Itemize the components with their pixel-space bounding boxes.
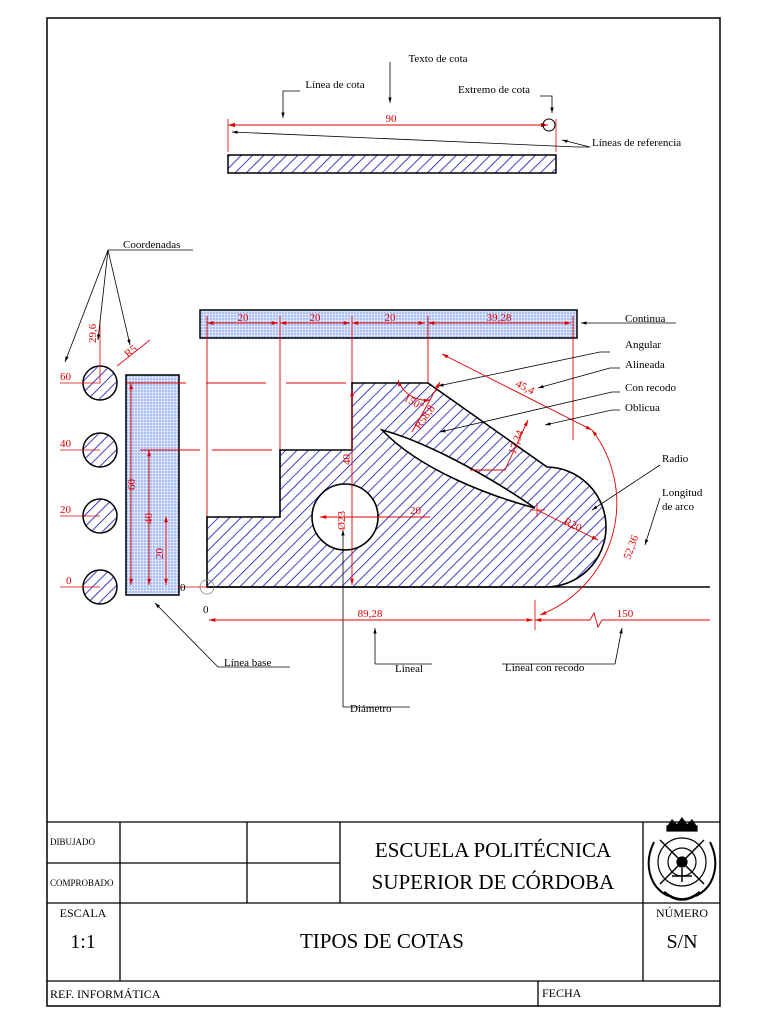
label-linea-base: Línea base	[224, 657, 271, 669]
origin-0-left: 0	[180, 582, 186, 594]
tb-comprobado: COMPROBADO	[50, 878, 114, 888]
label-angular: Angular	[625, 339, 661, 351]
label-con-recodo: Con recodo	[625, 382, 677, 394]
tb-fecha: FECHA	[542, 986, 582, 1000]
lin-89-28: 89,28	[358, 608, 383, 620]
label-continua: Continua	[625, 313, 665, 325]
cont-dim-1: 20	[238, 312, 250, 324]
sheet-border	[46, 17, 721, 1007]
coord-label-60: 60	[60, 371, 72, 383]
coordinates-group: 60 40 20 0 29,6 R5 Coordenadas	[60, 239, 193, 605]
tb-title: TIPOS DE COTAS	[300, 929, 464, 953]
aligned-45-4: 45,4	[514, 378, 537, 398]
title-block	[47, 821, 720, 1006]
cont-dim-2: 20	[310, 312, 322, 324]
cont-dim-4: 39,28	[487, 312, 512, 324]
diam-20: 20	[410, 505, 422, 517]
tb-numero-label: NÚMERO	[656, 906, 708, 920]
tb-ref-informatica: REF. INFORMÁTICA	[50, 987, 161, 1001]
tb-dibujado: DIBUJADO	[50, 837, 96, 847]
step-dim-40: 40	[341, 454, 353, 466]
label-radio: Radio	[662, 453, 689, 465]
tb-numero-value: S/N	[666, 931, 697, 953]
continuous-group: 20 20 20 39,28 Continua	[199, 309, 676, 585]
label-longitud: Longitud	[662, 487, 703, 499]
baseline-20: 20	[154, 548, 166, 560]
label-texto-de-cota: Texto de cota	[408, 53, 467, 65]
tb-school-line1: ESCUELA POLITÉCNICA	[375, 838, 612, 862]
label-lineal: Lineal	[395, 663, 423, 675]
label-diametro: Diámetro	[350, 703, 392, 715]
label-lineas-de-referencia: Líneas de referencia	[592, 137, 681, 149]
label-de-arco: de arco	[662, 501, 695, 513]
diam-23: Ø23	[336, 511, 348, 530]
label-oblicua: Oblicua	[625, 402, 660, 414]
coord-label-29-6: 29,6	[87, 323, 99, 343]
hatched-bar	[227, 154, 557, 174]
origin-0-bottom: 0	[203, 604, 209, 616]
school-crest-icon	[647, 816, 717, 901]
label-coordenadas: Coordenadas	[123, 239, 180, 251]
tb-escala-value: 1:1	[70, 931, 96, 953]
baseline-group: 60 40 20 Línea base	[125, 374, 350, 669]
coord-label-20: 20	[60, 504, 72, 516]
label-extremo-de-cota: Extremo de cota	[458, 84, 530, 96]
label-lineal-con-recodo: Lineal con recodo	[505, 662, 585, 674]
baseline-40: 40	[143, 513, 155, 525]
top-example: 90 Texto de cota Línea de cota Extremo d…	[227, 53, 681, 174]
lin-150: 150	[617, 608, 634, 620]
part-outline	[206, 382, 607, 588]
dim-90: 90	[386, 113, 398, 125]
dotted-vertical-bar	[125, 374, 180, 596]
cont-dim-3: 20	[385, 312, 397, 324]
coord-label-40: 40	[60, 438, 72, 450]
baseline-60: 60	[126, 479, 138, 491]
tb-school-line2: SUPERIOR DE CÓRDOBA	[372, 870, 616, 894]
coord-label-0: 0	[66, 575, 72, 587]
coord-label-r5: R5	[122, 343, 140, 361]
label-linea-de-cota: Línea de cota	[305, 79, 364, 91]
tb-escala-label: ESCALA	[60, 906, 107, 920]
label-alineada: Alineada	[625, 359, 665, 371]
arc-52-36: 52,36	[622, 533, 642, 561]
